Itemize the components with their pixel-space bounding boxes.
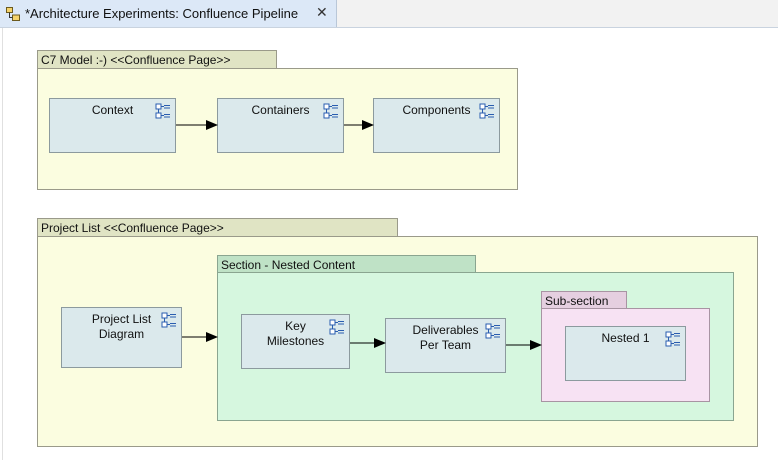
project-frame-label: Project List <<Confluence Page>>: [41, 221, 224, 235]
project-frame-header[interactable]: Project List <<Confluence Page>>: [37, 218, 398, 237]
node-project-list-diagram[interactable]: Project List Diagram: [61, 307, 182, 368]
editor-tab[interactable]: *Architecture Experiments: Confluence Pi…: [0, 0, 337, 27]
node-deliverables[interactable]: Deliverables Per Team: [385, 318, 506, 373]
c7-frame-label: C7 Model :-) <<Confluence Page>>: [41, 53, 231, 67]
node-components[interactable]: Components: [373, 98, 500, 153]
section-frame-label: Section - Nested Content: [221, 258, 356, 272]
diagram-icon: [6, 7, 20, 21]
structure-icon: [161, 312, 176, 328]
structure-icon: [329, 319, 344, 335]
node-key-milestones-label: Key Milestones: [266, 319, 325, 348]
structure-icon: [665, 331, 680, 347]
node-containers-label: Containers: [251, 103, 310, 117]
c7-frame-header[interactable]: C7 Model :-) <<Confluence Page>>: [37, 50, 277, 69]
node-components-label: Components: [402, 103, 471, 117]
editor-tab-title: *Architecture Experiments: Confluence Pi…: [25, 6, 299, 21]
structure-icon: [155, 103, 170, 119]
structure-icon: [485, 323, 500, 339]
section-frame-header[interactable]: Section - Nested Content: [217, 255, 476, 273]
close-icon[interactable]: ✕: [316, 4, 328, 20]
node-containers[interactable]: Containers: [217, 98, 344, 153]
node-context[interactable]: Context: [49, 98, 176, 153]
node-nested-1-label: Nested 1: [601, 331, 650, 345]
node-nested-1[interactable]: Nested 1: [565, 326, 686, 381]
node-context-label: Context: [91, 103, 134, 117]
node-deliverables-label: Deliverables Per Team: [412, 323, 479, 352]
editor-tab-bar: *Architecture Experiments: Confluence Pi…: [0, 0, 778, 28]
node-project-list-diagram-label: Project List Diagram: [91, 312, 152, 341]
node-key-milestones[interactable]: Key Milestones: [241, 314, 350, 369]
structure-icon: [479, 103, 494, 119]
subsection-frame-header[interactable]: Sub-section: [541, 291, 627, 309]
structure-icon: [323, 103, 338, 119]
subsection-frame-label: Sub-section: [545, 294, 609, 308]
